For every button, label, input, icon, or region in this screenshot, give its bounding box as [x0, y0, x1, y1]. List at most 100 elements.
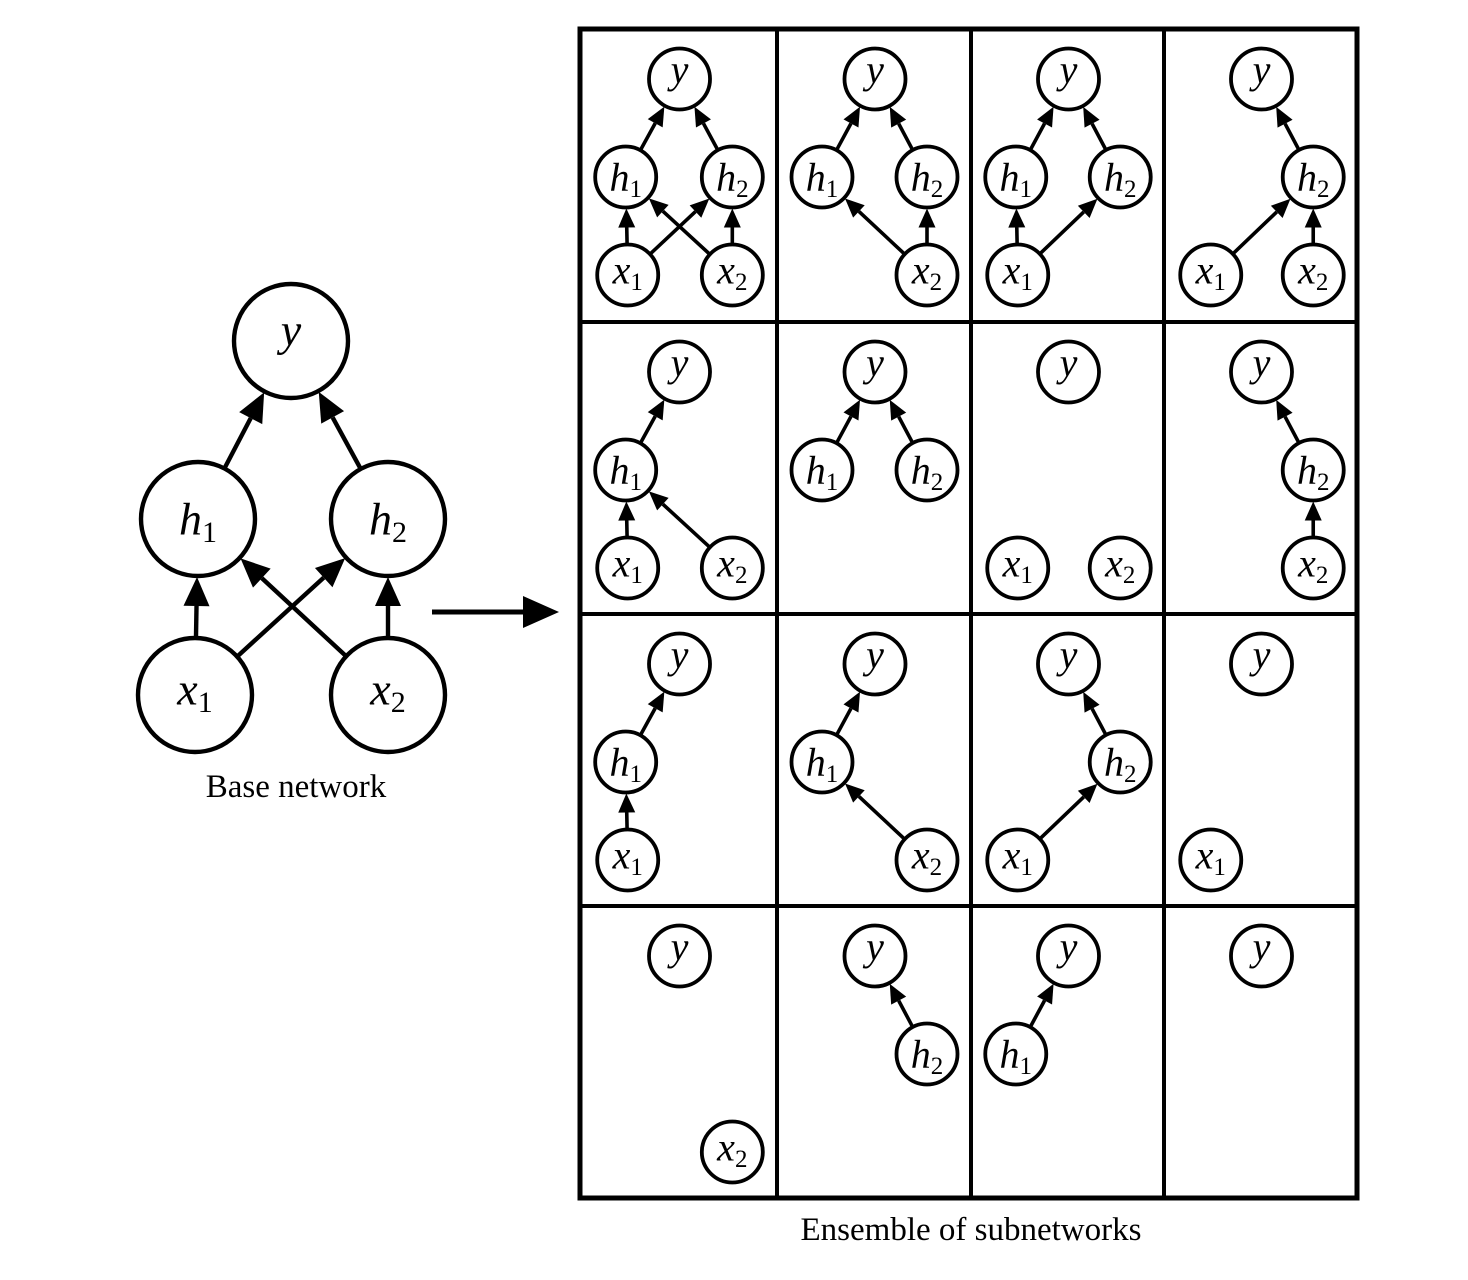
subnetwork-cell-15: y h1 [983, 923, 1101, 1087]
node-label: x2 [911, 247, 942, 295]
node-label: y [667, 47, 689, 92]
node-circle [789, 729, 855, 795]
edge-h1-y-head [239, 392, 265, 425]
node-h1: h1 [593, 437, 659, 503]
node-x1: x1 [1178, 242, 1244, 308]
edge-x1-h1-head [618, 208, 636, 228]
node-x2: x2 [1087, 535, 1153, 601]
node-circle [135, 635, 255, 755]
node-circle [894, 827, 960, 893]
node-circle [789, 144, 855, 210]
node-x2: x2 [894, 827, 960, 893]
edge-x1-h1-line [193, 605, 199, 639]
edge-h2-y-line [897, 999, 915, 1028]
node-h1: h1 [593, 729, 659, 795]
node-label: y [1056, 632, 1078, 677]
node-label: y [1249, 924, 1271, 969]
node-label: y [862, 924, 884, 969]
node-label: x1 [1195, 832, 1226, 880]
node-y: y [1036, 923, 1101, 989]
edge-h1-y-head [647, 106, 665, 128]
node-circle [789, 437, 855, 503]
node-label: h1 [609, 740, 642, 788]
edge-h1-y-head [647, 399, 665, 421]
node-y: y [231, 281, 351, 401]
node-label: y [1249, 47, 1271, 92]
transform-arrow-head [523, 596, 559, 628]
node-label: x2 [716, 540, 747, 588]
node-h2: h2 [328, 459, 448, 579]
node-label: x1 [612, 540, 643, 588]
node-circle [1229, 923, 1294, 989]
node-h1: h1 [983, 1021, 1049, 1087]
node-label: h2 [911, 448, 944, 496]
node-y: y [1229, 339, 1294, 405]
node-label: x1 [612, 832, 643, 880]
node-h2: h2 [894, 144, 960, 210]
node-x1: x1 [135, 635, 255, 755]
node-y: y [1229, 923, 1294, 989]
node-x2: x2 [1280, 242, 1346, 308]
node-circle [595, 535, 661, 601]
node-circle [894, 144, 960, 210]
node-label: y [1056, 340, 1078, 385]
edge-x1-h2-head [689, 198, 710, 218]
node-circle [983, 144, 1049, 210]
edge-h1-y-head [647, 691, 665, 713]
edge-x2-h1-head [648, 198, 669, 218]
edge-h2-y-head [889, 106, 907, 128]
node-circle [647, 46, 712, 112]
node-circle [1280, 242, 1346, 308]
edge-h1-y-line [834, 707, 853, 737]
edge-h1-y-line [1028, 122, 1047, 151]
edge-x1-h1-head [1008, 208, 1026, 228]
edge-x2-h1-head [648, 491, 669, 511]
edge-h2-y-head [889, 983, 907, 1005]
node-circle [842, 46, 908, 112]
node-h2: h2 [894, 437, 960, 503]
edge-h2-y-line [897, 122, 915, 151]
node-y: y [842, 339, 908, 405]
edge-h2-y-head [694, 106, 711, 128]
node-x1: x1 [595, 242, 661, 308]
node-circle [1229, 46, 1294, 112]
node-circle [985, 827, 1051, 893]
node-y: y [647, 46, 712, 112]
edge-h2-y-line [1283, 122, 1301, 151]
node-circle [1087, 729, 1153, 795]
node-h1: h1 [593, 144, 659, 210]
edge-x1-h2-line [1231, 210, 1278, 256]
node-label: y [1249, 340, 1271, 385]
node-h1: h1 [789, 729, 855, 795]
node-x1: x1 [595, 827, 661, 893]
edge-x1-h2-head [1077, 783, 1098, 804]
node-x2: x2 [894, 242, 960, 308]
node-label: y [1056, 47, 1078, 92]
node-circle [894, 437, 960, 503]
node-y: y [1229, 631, 1294, 697]
node-label: h2 [716, 155, 749, 203]
node-circle [593, 729, 659, 795]
edge-h2-y-line [330, 416, 363, 471]
edge-x2-h1-line [260, 576, 348, 658]
edge-h1-y-head [843, 106, 861, 128]
node-circle [1087, 535, 1153, 601]
node-label: h2 [911, 1032, 944, 1080]
ensemble-caption: Ensemble of subnetworks [801, 1212, 1142, 1248]
node-x2: x2 [328, 635, 448, 755]
node-circle [1280, 535, 1346, 601]
node-label: y [277, 305, 302, 356]
node-label: y [862, 632, 884, 677]
node-label: h2 [1297, 155, 1330, 203]
node-circle [1036, 923, 1101, 989]
edge-h2-y-line [1090, 122, 1108, 151]
edge-h1-y-line [222, 417, 253, 470]
node-circle [595, 827, 661, 893]
node-circle [1178, 827, 1244, 893]
subnetwork-cell-12: y x1 [1178, 631, 1294, 893]
edge-x2-h1-line [661, 209, 712, 256]
node-circle [1178, 242, 1244, 308]
